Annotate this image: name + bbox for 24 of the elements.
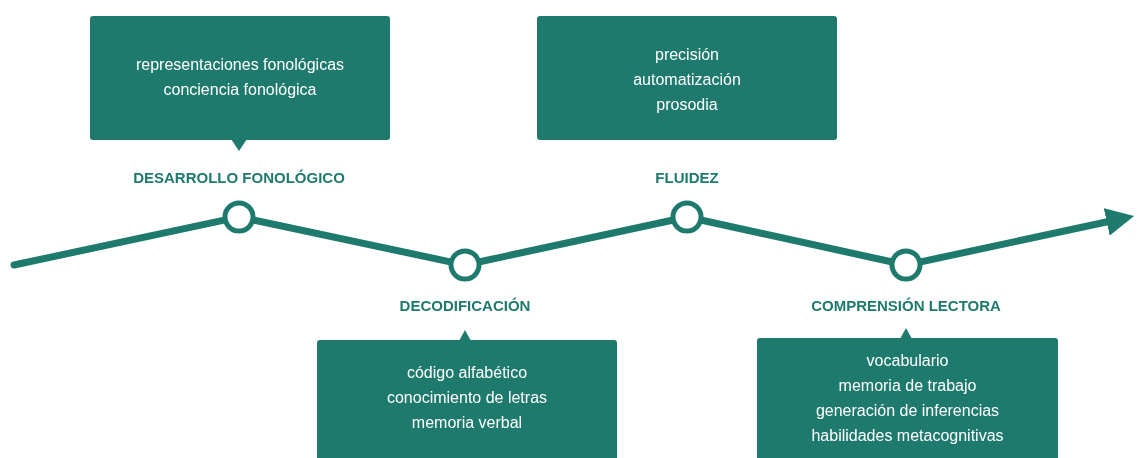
- box-text: conciencia fonológica: [163, 80, 317, 100]
- milestone-circle: [888, 247, 924, 283]
- text-box: [757, 338, 1058, 458]
- box-text: memoria verbal: [411, 413, 523, 433]
- milestone-circle: [221, 199, 257, 235]
- box-text: código alfabético: [406, 363, 528, 383]
- stage-heading: DESARROLLO FONOLÓGICO: [133, 169, 345, 186]
- box-text: conocimiento de letras: [386, 388, 548, 408]
- box-text: precisión: [655, 45, 719, 65]
- stage-heading: FLUIDEZ: [655, 169, 719, 186]
- text-box: [317, 340, 617, 458]
- box-text: memoria de trabajo: [838, 376, 977, 396]
- box-text: generación de inferencias: [815, 401, 1000, 421]
- box-text: vocabulario: [866, 351, 949, 371]
- stage-heading: COMPRENSIÓN LECTORA: [811, 297, 1001, 314]
- milestone-circle: [669, 199, 705, 235]
- box-text: prosodia: [656, 95, 718, 115]
- box-text: habilidades metacognitivas: [811, 426, 1004, 446]
- stage-heading: DECODIFICACIÓN: [399, 297, 531, 314]
- text-box: [537, 16, 837, 140]
- box-text: representaciones fonológicas: [135, 55, 345, 75]
- milestone-circle: [447, 247, 483, 283]
- box-text: automatización: [633, 70, 741, 90]
- text-box: [90, 16, 390, 140]
